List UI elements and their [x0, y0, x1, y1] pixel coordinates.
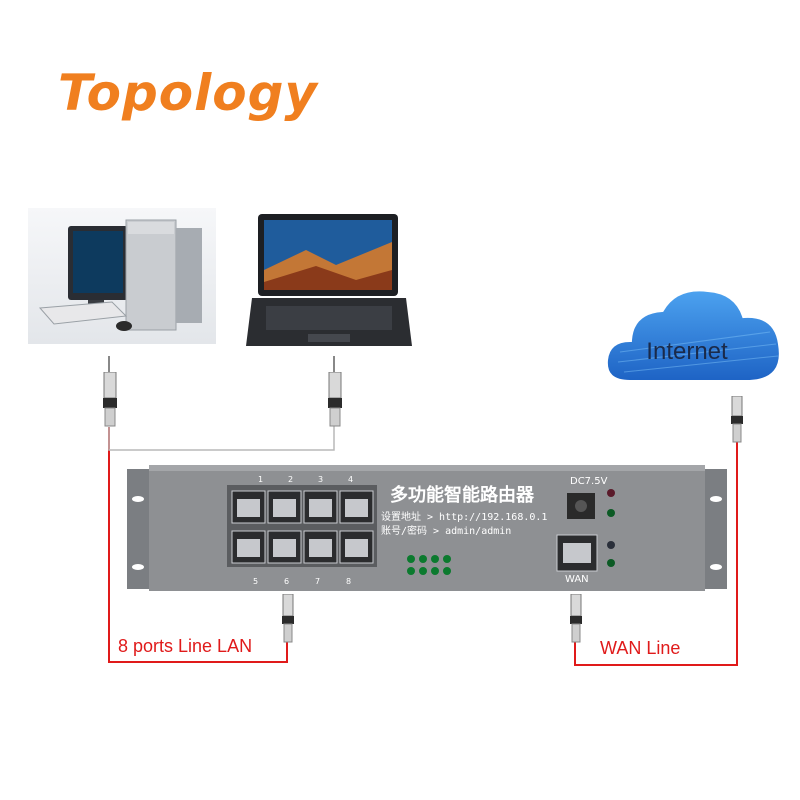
port-number: 2: [288, 475, 294, 484]
rj45-connector-icon: [282, 594, 294, 643]
port-number: 7: [315, 577, 321, 586]
router-name: 多功能智能路由器: [390, 485, 534, 506]
port-number: 4: [348, 475, 354, 484]
cloud-label: Internet: [646, 338, 728, 365]
cloud-icon: [600, 282, 788, 392]
dc-power-label: DC7.5V: [570, 476, 608, 487]
rj45-connector-icon: [731, 396, 743, 443]
lan-caption: 8 ports Line LAN: [118, 636, 253, 656]
router-icon: [127, 463, 727, 593]
port-number: 8: [346, 577, 352, 586]
wan-port-label: WAN: [565, 574, 589, 585]
port-number: 5: [253, 577, 259, 586]
rj45-connector-icon: [328, 372, 342, 427]
wan-caption: WAN Line: [600, 638, 681, 658]
page-title: Topology: [58, 64, 319, 122]
port-number: 3: [318, 475, 324, 484]
router-login: 账号/密码 > admin/admin: [381, 526, 512, 537]
router-address: 设置地址 > http://192.168.0.1: [381, 512, 548, 523]
laptop-icon: [246, 210, 412, 350]
rj45-connector-icon: [103, 372, 117, 427]
port-number: 6: [284, 577, 290, 586]
port-number: 1: [258, 475, 264, 484]
rj45-connector-icon: [570, 594, 582, 643]
desktop-computer-icon: [28, 208, 216, 344]
